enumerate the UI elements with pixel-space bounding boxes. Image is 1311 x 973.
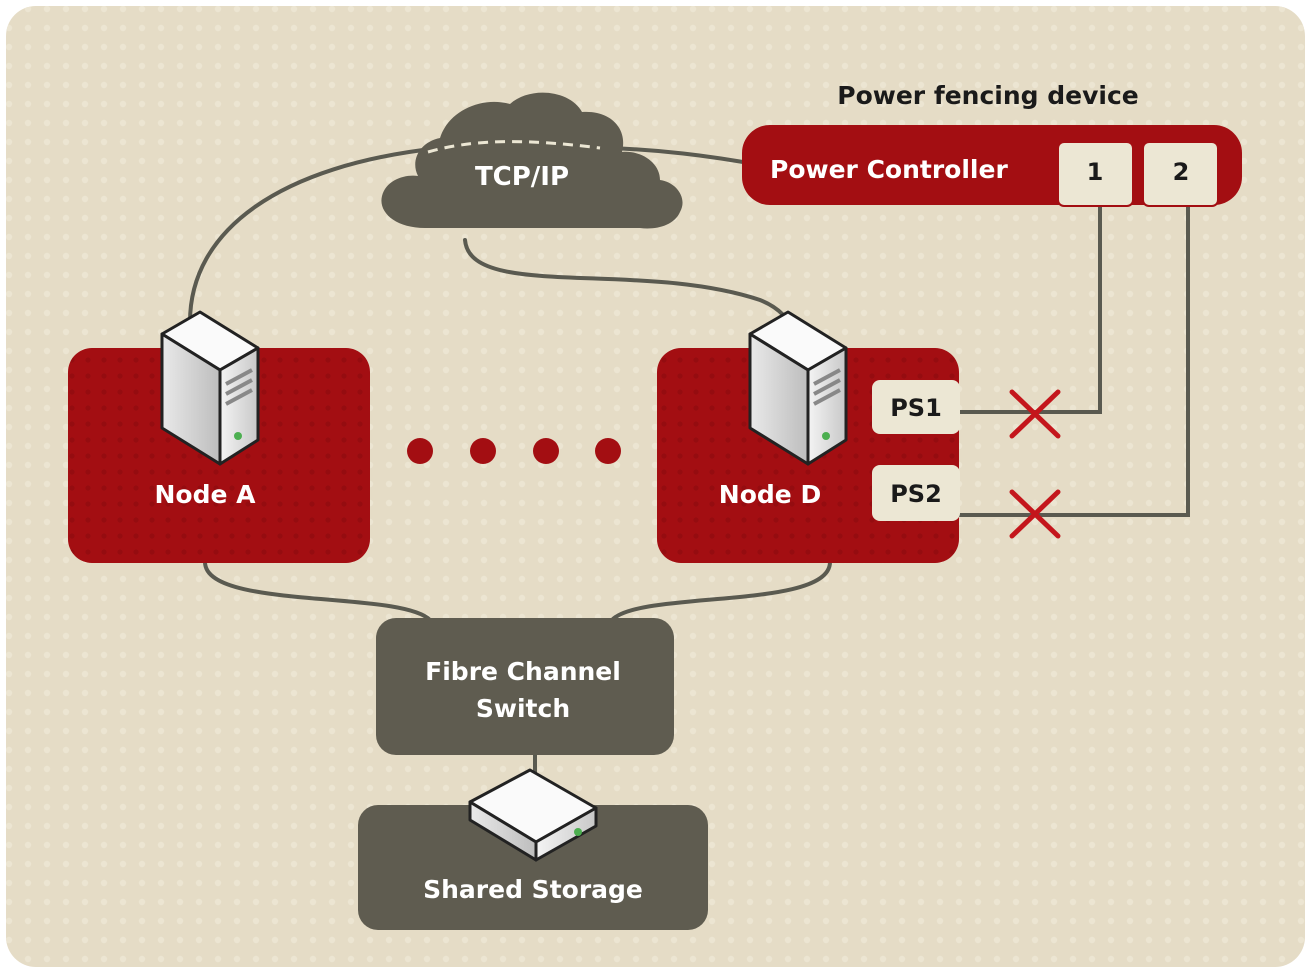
background-dot-pattern <box>6 6 1305 967</box>
cable-ps1-port1 <box>958 203 1102 414</box>
power-controller-label: Power Controller <box>770 155 1008 184</box>
shared-storage: Shared Storage <box>358 805 708 930</box>
power-fencing-title: Power fencing device <box>837 81 1139 110</box>
power-port-2: 2 <box>1142 141 1219 207</box>
cable-tcpip-node-d <box>463 238 797 337</box>
ps2-label: PS2 <box>890 480 942 508</box>
fault-x-icon <box>1009 389 1061 439</box>
switch-label-line1: Fibre Channel <box>425 657 621 686</box>
ellipsis-dot <box>407 438 433 464</box>
cables <box>188 146 1190 787</box>
node-a-label: Node A <box>154 480 256 509</box>
server-icon <box>160 310 260 466</box>
cable-tcpip-power-controller <box>608 146 762 167</box>
power-port-1: 1 <box>1057 141 1134 207</box>
storage-label: Shared Storage <box>423 875 643 904</box>
fault-x-icon <box>1009 489 1061 539</box>
ps1-box: PS1 <box>872 380 960 434</box>
switch-label-line2: Switch <box>476 694 570 723</box>
ellipsis-dots <box>407 438 621 464</box>
ellipsis-dot <box>470 438 496 464</box>
node-d-label: Node D <box>719 480 821 509</box>
ellipsis-dot <box>533 438 559 464</box>
ps2-box: PS2 <box>872 465 960 521</box>
storage-disk-icon <box>468 768 598 862</box>
power-port-1-label: 1 <box>1087 158 1104 186</box>
fibre-channel-switch: Fibre Channel Switch <box>376 618 674 755</box>
tcpip-cloud: TCP/IP <box>381 92 683 229</box>
ps1-label: PS1 <box>890 394 942 422</box>
power-port-2-label: 2 <box>1173 158 1190 186</box>
cable-node-a-tcpip <box>188 146 442 324</box>
tcpip-dashed-link <box>427 140 601 154</box>
server-icon <box>748 310 848 466</box>
cable-node-a-switch <box>203 560 432 622</box>
power-controller: Power Controller 1 2 <box>742 125 1242 207</box>
tcpip-label: TCP/IP <box>475 162 569 192</box>
cable-node-d-switch <box>610 560 832 622</box>
ellipsis-dot <box>595 438 621 464</box>
